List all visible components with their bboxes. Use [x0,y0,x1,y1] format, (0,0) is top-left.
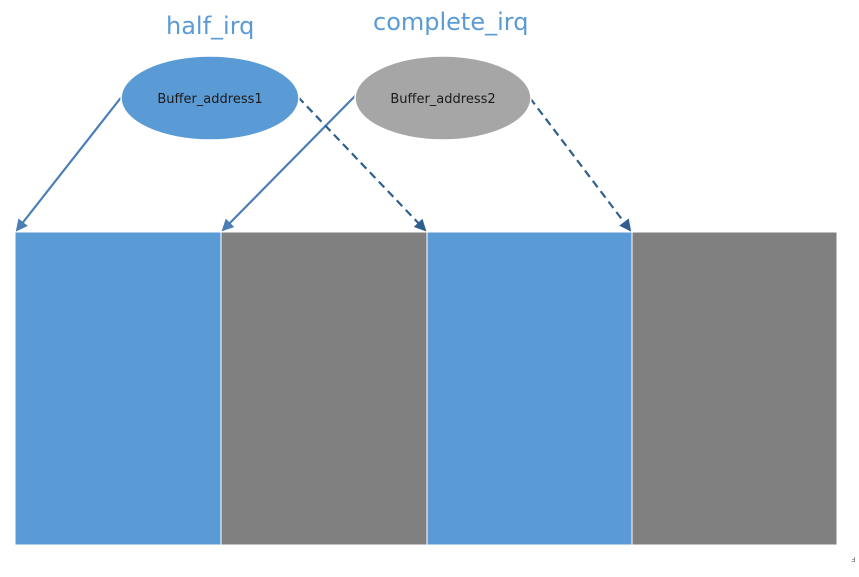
segment-3 [426,231,633,546]
dashed-arrow-buffer1 [297,96,427,232]
buffer-address2-text: Buffer_address2 [390,92,495,107]
solid-arrow-buffer2 [221,94,357,232]
buffer-address1-ellipse [120,55,300,141]
half-irq-label: half_irq [166,12,255,40]
dashed-arrow-buffer2 [529,97,632,232]
corner-mark: ⅎ [851,555,856,565]
buffer-address2-ellipse [354,55,532,141]
segment-4 [631,231,838,546]
complete-irq-label: complete_irq [373,8,529,36]
segment-1 [14,231,222,546]
buffer-address2-node: Buffer_address2 [354,55,532,141]
buffer-address1-node: Buffer_address1 [120,55,300,141]
segment-2 [220,231,428,546]
buffer-address1-text: Buffer_address1 [157,92,262,107]
solid-arrow-buffer1 [15,94,124,232]
